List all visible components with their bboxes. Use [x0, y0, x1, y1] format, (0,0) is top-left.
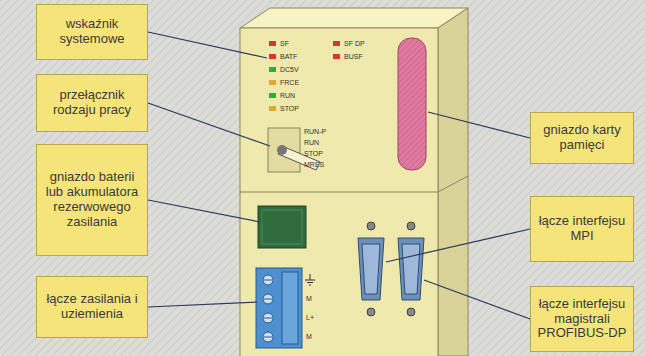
panel-marking: M	[306, 333, 312, 341]
panel-marking: FRCE	[280, 79, 299, 87]
leader-line	[148, 302, 257, 307]
callout-box: wskaźnik systemowe	[36, 4, 148, 60]
callout-text: gniazdo baterii lub akumulatora rezerwow…	[42, 170, 142, 230]
callout-text: wskaźnik systemowe	[42, 17, 142, 47]
panel-marking: MRES	[304, 161, 324, 169]
leader-line	[386, 229, 530, 262]
ground-symbol	[305, 274, 315, 285]
leader-line	[148, 32, 267, 58]
callout-text: łącze interfejsu MPI	[536, 214, 628, 244]
leader-line	[148, 103, 270, 146]
status-leds	[269, 41, 340, 111]
leader-line	[148, 200, 260, 222]
panel-marking: RUN	[280, 92, 295, 100]
panel-marking: DC5V	[280, 66, 299, 74]
panel-marking: M	[306, 295, 312, 303]
panel-marking: BATF	[280, 53, 297, 61]
panel-marking: SF DP	[344, 40, 365, 48]
leader-line	[428, 112, 530, 138]
leader-line	[424, 280, 530, 319]
mpi-connector	[358, 222, 384, 316]
panel-marking: STOP	[280, 105, 299, 113]
callout-box: gniazdo karty pamięci	[530, 112, 634, 164]
callout-text: gniazdo karty pamięci	[536, 123, 628, 153]
callout-text: łącze interfejsu magistrali PROFIBUS-DP	[536, 297, 628, 342]
panel-marking: L+	[306, 314, 314, 322]
panel-marking: RUN	[304, 139, 319, 147]
callout-box: przełącznik rodzaju pracy	[36, 74, 148, 132]
callout-box: gniazdo baterii lub akumulatora rezerwow…	[36, 144, 148, 256]
panel-marking: SF	[280, 40, 289, 48]
callout-text: przełącznik rodzaju pracy	[42, 88, 142, 118]
callout-text: łącze zasilania i uziemienia	[42, 292, 142, 322]
callout-box: łącze zasilania i uziemienia	[36, 276, 148, 338]
panel-marking: RUN-P	[304, 128, 326, 136]
terminal-block	[256, 268, 302, 348]
panel-marking: STOP	[304, 150, 323, 158]
callout-box: łącze interfejsu MPI	[530, 196, 634, 262]
panel-marking: BUSF	[344, 53, 363, 61]
profibus-connector	[398, 222, 424, 316]
callout-box: łącze interfejsu magistrali PROFIBUS-DP	[530, 286, 634, 352]
